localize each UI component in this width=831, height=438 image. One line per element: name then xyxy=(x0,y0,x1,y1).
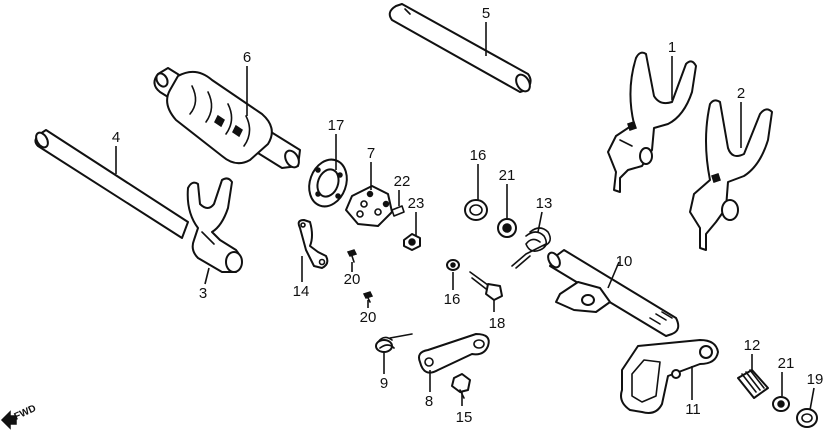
callout-7: 7 xyxy=(367,145,375,162)
callout-13: 13 xyxy=(536,195,553,212)
part-18-bearing[interactable] xyxy=(303,154,353,211)
callout-11: 11 xyxy=(685,401,701,418)
part-3-shift-fork[interactable] xyxy=(186,177,243,273)
part-17-washer[interactable] xyxy=(446,259,460,271)
forward-label: FWD xyxy=(13,403,38,423)
callout-16-upper: 16 xyxy=(470,147,487,164)
callout-23: 23 xyxy=(408,195,425,212)
callout-19: 18 xyxy=(489,315,506,332)
callout-20-lower: 20 xyxy=(360,309,377,326)
part-20-screw-lower[interactable] xyxy=(362,291,374,303)
part-16-washer-lower[interactable] xyxy=(796,408,818,428)
part-4-shift-fork-shaft[interactable] xyxy=(34,129,189,239)
part-10-gearshift-spindle[interactable] xyxy=(546,249,680,337)
callout-15: 15 xyxy=(456,409,473,426)
callout-21-lower: 21 xyxy=(778,355,795,372)
part-6-shift-drum[interactable] xyxy=(153,67,302,170)
callout-6: 6 xyxy=(243,49,251,66)
callout-8: 8 xyxy=(425,393,433,410)
part-12-spring[interactable] xyxy=(737,369,769,399)
callout-21-upper: 21 xyxy=(499,167,516,184)
part-22-pin[interactable] xyxy=(391,205,405,217)
part-19-bolt[interactable] xyxy=(469,271,503,301)
callout-18: 17 xyxy=(328,117,345,134)
leader-lines xyxy=(115,22,815,411)
forward-direction-arrow: FWD xyxy=(0,403,38,430)
callout-5: 5 xyxy=(482,5,490,22)
callout-3: 3 xyxy=(199,285,207,302)
part-21-collar-upper[interactable] xyxy=(497,218,517,238)
callout-2: 2 xyxy=(737,85,745,102)
part-9-stopper-spring[interactable] xyxy=(375,333,413,353)
part-16-washer-upper[interactable] xyxy=(464,199,488,221)
callout-12: 12 xyxy=(744,337,761,354)
part-14-stopper-arm[interactable] xyxy=(297,219,329,269)
part-15-bolt[interactable] xyxy=(451,373,471,399)
part-20-screw-upper[interactable] xyxy=(346,249,358,263)
part-21-collar-lower[interactable] xyxy=(772,396,790,412)
callout-4: 4 xyxy=(112,129,120,146)
part-13-return-spring[interactable] xyxy=(511,227,552,269)
part-5-shift-fork-shaft[interactable] xyxy=(388,3,533,94)
callout-9: 9 xyxy=(380,375,388,392)
callout-16-lower: 19 xyxy=(807,371,824,388)
callout-17: 16 xyxy=(444,291,461,308)
callout-14: 14 xyxy=(293,283,310,300)
part-8-stopper-arm[interactable] xyxy=(418,333,490,374)
part-11-spindle-plate[interactable] xyxy=(620,339,719,414)
callout-1: 1 xyxy=(668,39,676,56)
callout-22: 22 xyxy=(394,173,411,190)
part-1-shift-fork[interactable] xyxy=(607,51,697,193)
callout-20-upper: 20 xyxy=(344,271,361,288)
callout-10: 10 xyxy=(616,253,633,270)
part-2-shift-fork[interactable] xyxy=(689,99,773,251)
part-23-nut[interactable] xyxy=(403,233,421,251)
part-7-shift-drum-cam[interactable] xyxy=(345,185,393,227)
